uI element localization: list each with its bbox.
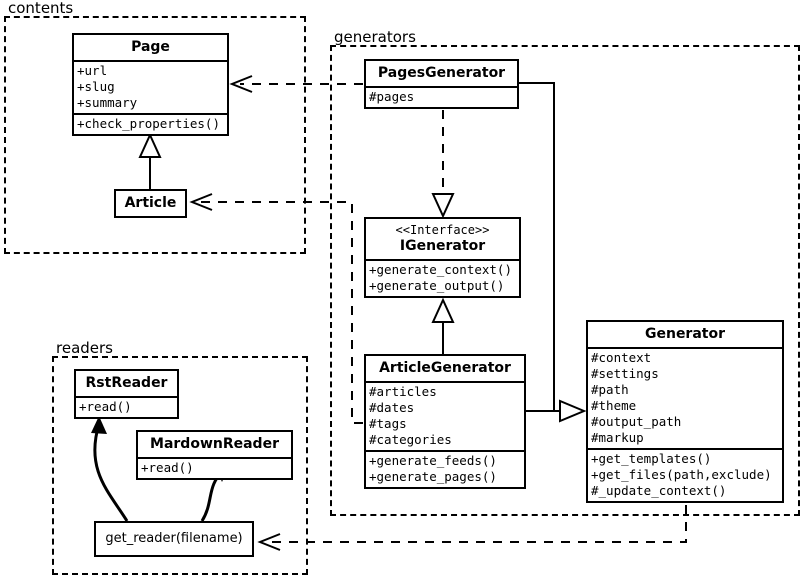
class-igenerator-operations: +generate_context() +generate_output() (366, 259, 519, 296)
class-page-attributes: +url +slug +summary (74, 60, 227, 113)
package-generators-label: generators (332, 29, 419, 45)
package-contents (4, 16, 306, 254)
attribute: #output_path (591, 414, 682, 429)
attribute: +slug (77, 79, 115, 94)
class-igenerator-stereotype: <<Interface>> (395, 223, 490, 237)
class-generator-title: Generator (644, 326, 725, 342)
attribute: #path (591, 382, 629, 397)
class-pagesgenerator[interactable]: PagesGenerator #pages (364, 59, 519, 109)
attribute: #theme (591, 398, 637, 413)
attribute: #context (591, 350, 652, 365)
class-rstreader-title: RstReader (85, 375, 168, 391)
attribute: +url (77, 63, 108, 78)
operation: #_update_context() (591, 483, 727, 498)
attribute: #pages (369, 89, 415, 104)
operation: +get_templates() (591, 451, 712, 466)
package-readers (52, 356, 308, 575)
class-generator[interactable]: Generator #context #settings #path #them… (586, 320, 784, 503)
class-articlegenerator-title: ArticleGenerator (379, 360, 511, 376)
operation: +generate_output() (369, 278, 505, 293)
package-contents-label: contents (6, 0, 77, 16)
attribute: #dates (369, 400, 415, 415)
class-rstreader-operations: +read() (76, 396, 177, 417)
attribute: #settings (591, 366, 659, 381)
class-page-operations: +check_properties() (74, 113, 227, 134)
operation: +get_files(path,exclude) (591, 467, 772, 482)
class-igenerator[interactable]: <<Interface>> IGenerator +generate_conte… (364, 217, 521, 298)
attribute: #articles (369, 384, 437, 399)
function-get-reader-label: get_reader(filename) (105, 531, 243, 546)
class-igenerator-title: <<Interface>> IGenerator (366, 219, 519, 259)
class-generator-attributes: #context #settings #path #theme #output_… (588, 347, 782, 448)
class-mardownreader-operations: +read() (138, 457, 291, 478)
operation: +generate_feeds() (369, 453, 497, 468)
class-articlegenerator-attributes: #articles #dates #tags #categories (366, 381, 524, 450)
class-pagesgenerator-title: PagesGenerator (377, 65, 506, 81)
attribute: #tags (369, 416, 407, 431)
class-page-title: Page (131, 39, 170, 55)
attribute: #markup (591, 430, 644, 445)
class-mardownreader-title: MardownReader (150, 436, 279, 452)
class-articlegenerator-operations: +generate_feeds() +generate_pages() (366, 450, 524, 487)
class-articlegenerator[interactable]: ArticleGenerator #articles #dates #tags … (364, 354, 526, 489)
operation: +generate_context() (369, 262, 512, 277)
operation: +generate_pages() (369, 469, 497, 484)
package-readers-label: readers (54, 340, 116, 356)
class-article-title: Article (124, 195, 177, 211)
operation: +check_properties() (77, 116, 220, 131)
class-pagesgenerator-attributes: #pages (366, 86, 517, 107)
operation: +read() (141, 460, 194, 475)
function-get-reader[interactable]: get_reader(filename) (94, 521, 254, 557)
class-rstreader[interactable]: RstReader +read() (74, 369, 179, 419)
class-igenerator-name: IGenerator (399, 238, 486, 254)
operation: +read() (79, 399, 132, 414)
attribute: #categories (369, 432, 452, 447)
class-page[interactable]: Page +url +slug +summary +check_properti… (72, 33, 229, 136)
class-mardownreader[interactable]: MardownReader +read() (136, 430, 293, 480)
class-generator-operations: +get_templates() +get_files(path,exclude… (588, 448, 782, 501)
attribute: +summary (77, 95, 138, 110)
class-article[interactable]: Article (114, 189, 187, 218)
